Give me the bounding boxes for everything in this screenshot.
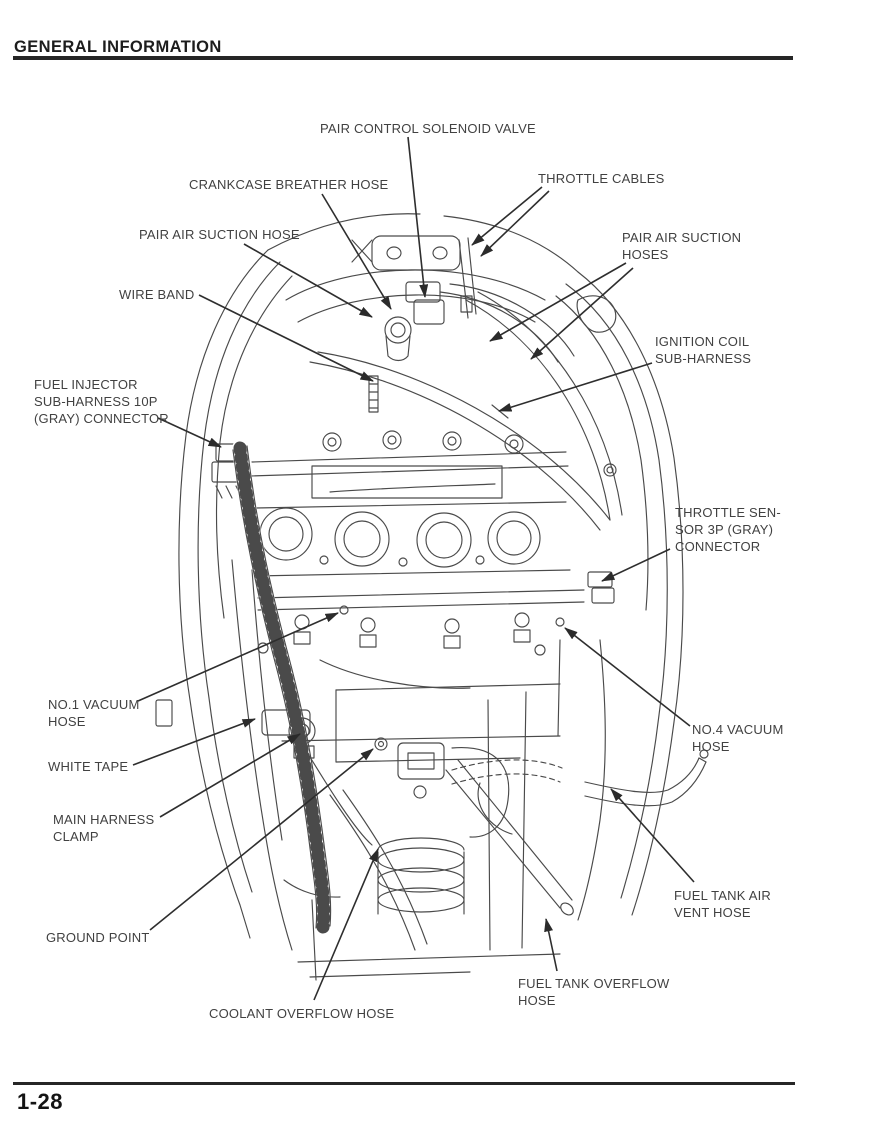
- label-fuel-injector-sub-harness-connector: FUEL INJECTOR SUB-HARNESS 10P (GRAY) CON…: [34, 377, 169, 426]
- leader-ignition-coil-sub-harness: [498, 362, 653, 412]
- pair-hoses: [309, 291, 623, 531]
- label-no4-vacuum-hose: NO.4 VACUUM HOSE: [692, 722, 784, 754]
- leader-no4-vacuum-hose: [564, 627, 691, 727]
- leader-throttle-cables-1: [471, 186, 543, 246]
- leader-coolant-overflow-hose: [313, 848, 379, 1001]
- leader-pair-air-suction-hose: [243, 243, 373, 318]
- leader-white-tape: [132, 718, 256, 766]
- footer-rule: [13, 1082, 795, 1085]
- air-vent-elbow: [584, 749, 709, 807]
- throttle-bodies: [253, 501, 571, 577]
- leader-fuel-tank-air-vent-hose: [610, 788, 695, 883]
- leader-fuel-injector-connector: [157, 417, 222, 448]
- leader-crankcase-breather-hose: [321, 193, 392, 310]
- breather-cylinder: [384, 316, 412, 362]
- label-wire-band: WIRE BAND: [119, 287, 195, 302]
- leader-fuel-tank-overflow-hose: [544, 918, 558, 972]
- throttle-cable-lines: [458, 237, 477, 319]
- leader-main-harness-clamp: [159, 733, 301, 818]
- page-number: 1-28: [17, 1089, 64, 1114]
- label-throttle-sensor-connector: THROTTLE SEN- SOR 3P (GRAY) CONNECTOR: [675, 505, 781, 554]
- label-pair-control-solenoid-valve: PAIR CONTROL SOLENOID VALVE: [320, 121, 536, 136]
- leader-pair-control-solenoid-valve: [407, 136, 429, 298]
- label-crankcase-breather-hose: CRANKCASE BREATHER HOSE: [189, 177, 389, 192]
- hidden-hose-dashed: [451, 759, 563, 785]
- overflow-hose: [445, 759, 574, 916]
- label-fuel-tank-air-vent-hose: FUEL TANK AIR VENT HOSE: [674, 888, 771, 920]
- top-bracket: [351, 235, 461, 271]
- engine-line-art: [155, 213, 709, 981]
- leader-lines: [132, 136, 695, 1001]
- wire-harness: [232, 440, 332, 935]
- label-ignition-coil-sub-harness: IGNITION COIL SUB-HARNESS: [655, 334, 752, 366]
- leader-wire-band: [198, 294, 374, 382]
- page-title: GENERAL INFORMATION: [14, 38, 222, 56]
- lower-housing: [281, 639, 561, 951]
- label-pair-air-suction-hose: PAIR AIR SUCTION HOSE: [139, 227, 300, 242]
- frame-outline: [155, 213, 684, 951]
- label-fuel-tank-overflow-hose: FUEL TANK OVERFLOW HOSE: [518, 976, 670, 1008]
- leader-no1-vacuum-hose: [137, 612, 339, 702]
- label-main-harness-clamp: MAIN HARNESS CLAMP: [53, 812, 155, 844]
- label-white-tape: WHITE TAPE: [48, 759, 129, 774]
- fuel-rail: [257, 589, 585, 656]
- leader-throttle-cables-2: [480, 190, 550, 257]
- shock-spring: [377, 837, 465, 915]
- clamp-and-tape: [261, 709, 388, 846]
- label-no1-vacuum-hose: NO.1 VACUUM HOSE: [48, 697, 140, 729]
- cylinder-head: [249, 430, 617, 499]
- leader-pair-air-suction-hoses-1: [489, 262, 627, 342]
- label-throttle-cables: THROTTLE CABLES: [538, 171, 665, 186]
- bottom-frame: [283, 879, 561, 981]
- leader-ground-point: [149, 748, 374, 931]
- label-ground-point: GROUND POINT: [46, 930, 150, 945]
- leader-pair-air-suction-hoses-2: [530, 267, 634, 360]
- leader-throttle-sensor-connector: [601, 548, 671, 582]
- wire-band-strip: [368, 375, 379, 413]
- header-rule: [13, 56, 793, 60]
- label-coolant-overflow-hose: COOLANT OVERFLOW HOSE: [209, 1006, 395, 1021]
- label-pair-air-suction-hoses: PAIR AIR SUCTION HOSES: [622, 230, 742, 262]
